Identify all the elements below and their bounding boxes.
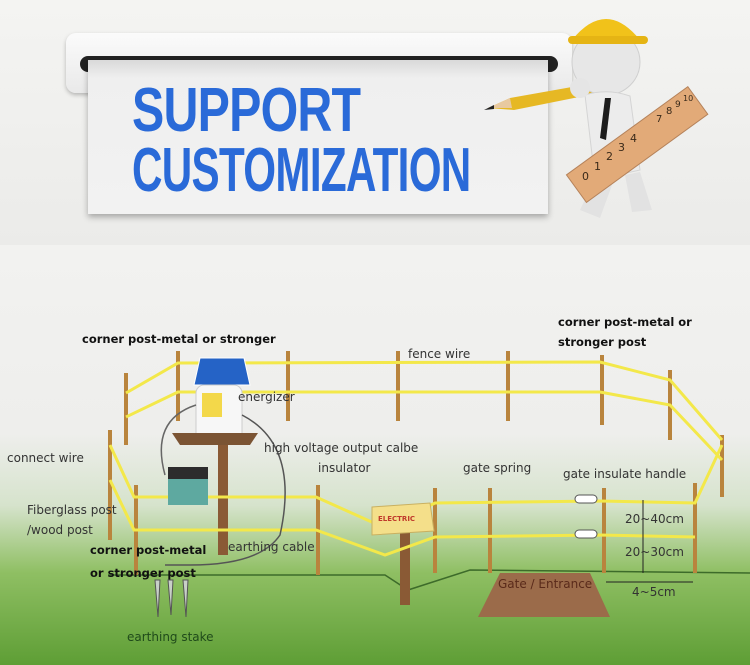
label-connect-wire: connect wire <box>7 451 84 465</box>
title-line-1: SUPPORT <box>132 76 361 145</box>
label-insulator: insulator <box>318 461 371 475</box>
gate-area <box>478 573 610 617</box>
label-corner-post-bottom-1: corner post-metal <box>90 543 207 557</box>
energizer-label-panel <box>202 393 222 417</box>
label-corner-post-top-right-1: corner post-metal or <box>558 315 692 329</box>
ruler-number: 7 <box>656 114 662 125</box>
ruler-number: 3 <box>618 141 625 154</box>
worker-illustration: 0 1 2 3 4 7 8 9 10 <box>484 19 709 218</box>
label-corner-post-top-right-2: stronger post <box>558 335 647 349</box>
ruler-number: 2 <box>606 150 613 163</box>
energizer-shelf <box>172 433 258 445</box>
label-corner-post-top-left: corner post-metal or stronger <box>82 332 276 346</box>
label-fiberglass-post-1: Fiberglass post <box>27 503 117 517</box>
label-gate-insulate-handle: gate insulate handle <box>563 467 687 481</box>
banner-card <box>88 60 548 214</box>
title-line-2: CUSTOMIZATION <box>132 136 471 205</box>
banner: SUPPORT CUSTOMIZATION 0 1 2 3 4 7 8 <box>0 0 750 245</box>
ruler-number: 0 <box>582 170 589 183</box>
solar-panel-icon <box>193 357 251 386</box>
gate-handle-icon <box>574 494 598 539</box>
dimension-arrows <box>606 500 693 583</box>
ruler-number: 8 <box>666 106 672 117</box>
label-dim-width: 4~5cm <box>632 585 676 599</box>
label-fence-wire: fence wire <box>408 347 471 361</box>
sign-text: ELECTRIC <box>378 515 416 523</box>
ruler-number: 1 <box>594 160 601 173</box>
label-gate-spring: gate spring <box>463 461 532 475</box>
ruler-number: 10 <box>683 94 693 103</box>
label-earthing-cable: earthing cable <box>228 540 315 554</box>
fence-diagram: corner post-metal or stronger corner pos… <box>0 245 750 665</box>
label-high-voltage-cable: high voltage output calbe <box>264 441 419 455</box>
warning-sign <box>371 502 435 536</box>
label-dim-upper: 20~40cm <box>625 512 684 526</box>
label-gate-entrance: Gate / Entrance <box>498 577 593 591</box>
label-dim-lower: 20~30cm <box>625 545 684 559</box>
label-earthing-stake: earthing stake <box>127 630 214 644</box>
ruler-number: 9 <box>675 100 681 110</box>
earthing-cable-line <box>165 414 286 566</box>
label-corner-post-bottom-2: or stronger post <box>90 566 196 580</box>
label-fiberglass-post-2: /wood post <box>27 523 93 537</box>
ruler-number: 4 <box>630 132 637 145</box>
earthing-stake-icon <box>154 579 189 618</box>
ruler-icon <box>565 86 709 204</box>
fence-drawing <box>108 351 750 618</box>
label-energizer: energizer <box>238 390 295 404</box>
